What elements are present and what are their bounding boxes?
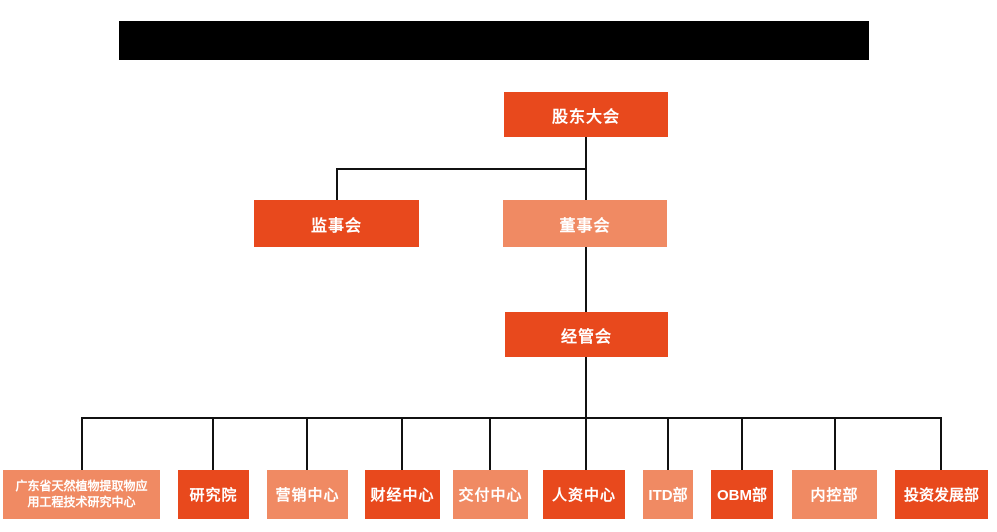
org-node-board-of-directors: 董事会 — [503, 200, 667, 247]
connector-level2-horizontal — [336, 168, 587, 170]
org-node-label: 投资发展部 — [903, 487, 979, 504]
org-node-label: 经管会 — [560, 328, 612, 346]
org-node-research-institute: 研究院 — [178, 470, 249, 519]
connector-dept-drop — [306, 417, 308, 470]
connector-dept-drop — [834, 417, 836, 470]
org-node-marketing-center: 营销中心 — [267, 470, 348, 519]
connector-dept-drop — [81, 417, 83, 470]
org-node-label: 营销中心 — [275, 487, 340, 504]
org-node-investment-development-department: 投资发展部 — [895, 470, 988, 519]
connector-dept-drop — [940, 417, 942, 470]
org-node-label: 董事会 — [559, 217, 611, 235]
org-node-label: 股东大会 — [551, 108, 620, 126]
connector-departments-horizontal — [81, 417, 942, 419]
org-node-finance-center: 财经中心 — [365, 470, 440, 519]
org-node-itd-department: ITD部 — [643, 470, 693, 519]
connector-dept-drop — [401, 417, 403, 470]
org-node-label: OBM部 — [717, 487, 767, 504]
org-node-label: 研究院 — [189, 487, 238, 504]
org-node-delivery-center: 交付中心 — [453, 470, 528, 519]
org-node-shareholders-meeting: 股东大会 — [504, 92, 668, 137]
org-node-label: 监事会 — [310, 217, 362, 235]
org-node-hr-center: 人资中心 — [543, 470, 625, 519]
connector-dept-drop — [212, 417, 214, 470]
connector-dept-drop — [585, 417, 587, 470]
connector-board-to-management — [585, 247, 587, 312]
org-node-internal-control-department: 内控部 — [792, 470, 877, 519]
connector-management-down — [585, 357, 587, 417]
org-node-label-line1: 广东省天然植物提取物应 — [15, 478, 148, 493]
org-node-label: 人资中心 — [551, 487, 616, 504]
org-node-label: 内控部 — [810, 487, 859, 504]
org-node-label-line2: 用工程技术研究中心 — [27, 494, 136, 509]
org-node-label: ITD部 — [648, 487, 688, 504]
org-node-label: 交付中心 — [458, 487, 523, 504]
connector-supervisory-drop — [336, 168, 338, 200]
org-node-supervisory-board: 监事会 — [254, 200, 419, 247]
redacted-title-bar — [119, 21, 869, 60]
org-node-management-committee: 经管会 — [505, 312, 668, 357]
org-node-obm-department: OBM部 — [711, 470, 773, 519]
connector-dept-drop — [667, 417, 669, 470]
connector-dept-drop — [489, 417, 491, 470]
org-node-label: 财经中心 — [370, 487, 435, 504]
org-node-research-center: 广东省天然植物提取物应 用工程技术研究中心 — [3, 470, 160, 519]
connector-dept-drop — [741, 417, 743, 470]
